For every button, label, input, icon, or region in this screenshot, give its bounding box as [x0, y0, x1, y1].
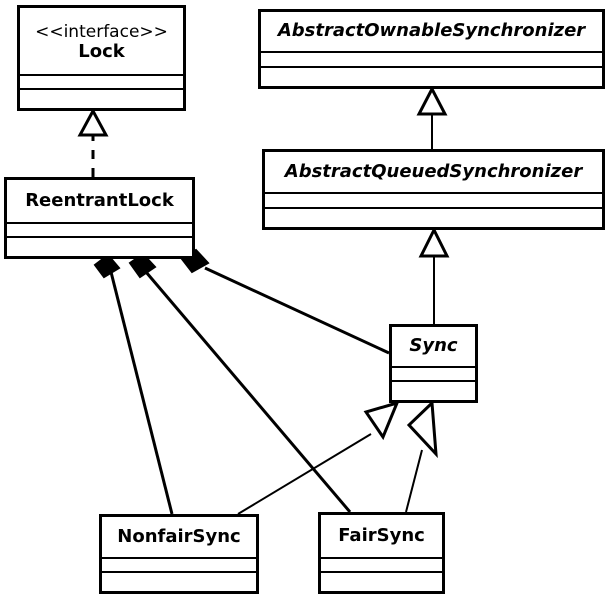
class-operations-compartment	[7, 236, 192, 256]
class-name: AbstractQueuedSynchronizer	[284, 160, 583, 182]
class-name-compartment: AbstractQueuedSynchronizer	[265, 152, 602, 192]
edge-aqs-extends-aos	[416, 85, 448, 149]
generalization-line	[237, 433, 372, 515]
edge-reentrantlock-owns-fairsync	[128, 252, 352, 513]
edge-nonfairsync-extends-sync	[237, 400, 400, 515]
edge-reentrantlock-owns-sync	[180, 248, 390, 355]
class-name-compartment: ReentrantLock	[7, 180, 192, 222]
class-name: AbstractOwnableSynchronizer	[277, 20, 586, 42]
hollow-triangle-arrowhead	[406, 399, 438, 459]
composition-line	[204, 266, 390, 355]
edge-fairsync-extends-sync	[405, 399, 438, 513]
class-attributes-compartment	[261, 51, 602, 66]
class-operations-compartment	[321, 571, 442, 591]
class-operations-compartment	[392, 380, 475, 400]
class-attributes-compartment	[102, 557, 256, 571]
hollow-triangle-arrowhead	[363, 400, 400, 441]
generalization-line	[405, 449, 423, 513]
class-operations-compartment	[20, 88, 183, 108]
class-name: FairSync	[338, 524, 425, 546]
class-box-lock[interactable]: <<interface>> Lock	[17, 5, 186, 111]
hollow-triangle-arrowhead	[416, 85, 448, 116]
class-name-compartment: NonfairSync	[102, 517, 256, 557]
class-box-reentrantlock[interactable]: ReentrantLock	[4, 177, 195, 259]
class-box-nonfairsync[interactable]: NonfairSync	[99, 514, 259, 594]
hollow-triangle-arrowhead	[77, 107, 109, 137]
class-attributes-compartment	[392, 366, 475, 380]
edge-reentrantlock-implements-lock	[77, 107, 109, 177]
class-box-sync[interactable]: Sync	[389, 324, 478, 403]
class-name-compartment: FairSync	[321, 515, 442, 557]
class-name: Sync	[409, 335, 458, 357]
composition-line	[144, 271, 352, 513]
class-attributes-compartment	[265, 192, 602, 207]
class-operations-compartment	[265, 207, 602, 227]
class-box-abstractownablesynchronizer[interactable]: AbstractOwnableSynchronizer	[258, 9, 605, 89]
class-attributes-compartment	[321, 557, 442, 571]
class-attributes-compartment	[20, 74, 183, 88]
class-name: NonfairSync	[117, 525, 241, 547]
class-name: Lock	[78, 41, 125, 63]
edge-reentrantlock-owns-nonfairsync	[93, 253, 174, 515]
class-name-compartment: Sync	[392, 327, 475, 366]
hollow-triangle-arrowhead	[418, 226, 450, 258]
class-name: ReentrantLock	[25, 189, 174, 211]
class-box-fairsync[interactable]: FairSync	[318, 512, 445, 594]
class-attributes-compartment	[7, 222, 192, 236]
class-name-compartment: <<interface>> Lock	[20, 8, 183, 74]
composition-line	[109, 271, 174, 515]
class-operations-compartment	[102, 571, 256, 591]
class-box-abstractqueuedsynchronizer[interactable]: AbstractQueuedSynchronizer	[262, 149, 605, 230]
class-stereotype: <<interface>>	[35, 22, 168, 43]
class-operations-compartment	[261, 66, 602, 86]
class-name-compartment: AbstractOwnableSynchronizer	[261, 12, 602, 51]
edge-sync-extends-aqs	[418, 226, 450, 324]
